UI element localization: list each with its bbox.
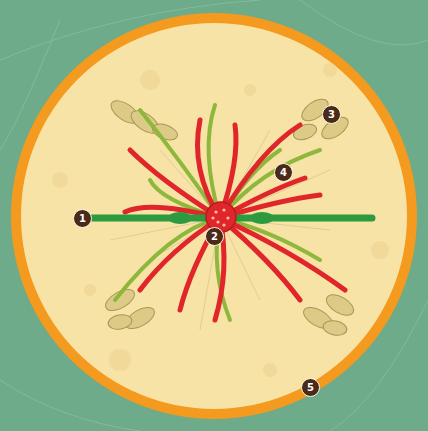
callout-number: 3 [322,105,341,124]
callout-number: 1 [73,209,92,228]
callout-number: 5 [301,378,320,397]
callout-number: 4 [274,163,293,182]
callout-number: 2 [205,227,224,246]
